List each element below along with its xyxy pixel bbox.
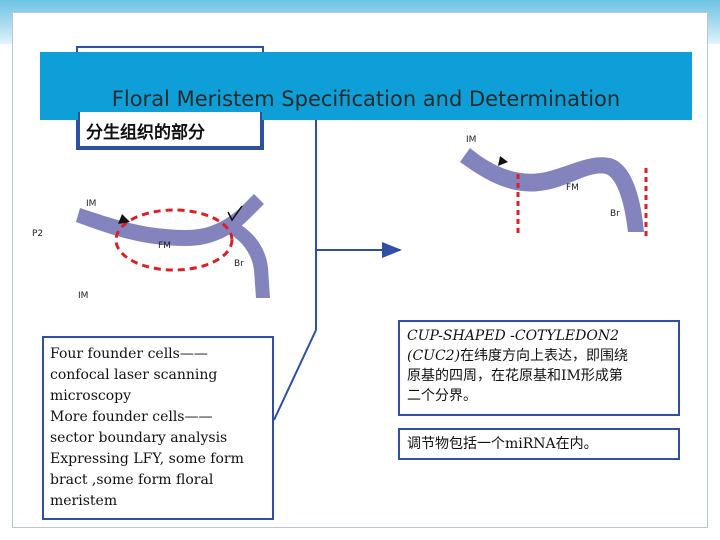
text-line: sector boundary analysis <box>50 428 266 449</box>
cuc2-line-1: CUP-SHAPED -COTYLEDON2 <box>407 326 671 346</box>
right-meristem-illustration: IM FM Br <box>460 128 656 238</box>
cuc2-line-4: 二个分界。 <box>407 386 671 406</box>
label-im-top: IM <box>86 199 96 209</box>
text-line: bract ,some form floral <box>50 470 266 491</box>
cuc2-line-3: 原基的四周，在花原基和IM形成第 <box>407 366 671 386</box>
label-fm: FM <box>158 241 171 251</box>
mirna-textbox: 调节物包括一个miRNA在内。 <box>398 428 680 460</box>
label-fm: FM <box>566 183 579 193</box>
left-meristem-figure: IM P2 FM Br IM <box>26 190 272 302</box>
cuc2-line-2: (CUC2)在纬度方向上表达，即围绕 <box>407 346 671 366</box>
boundary-marker-icon <box>498 156 508 166</box>
title-bar: Floral Meristem Specification and Determ… <box>40 52 692 120</box>
boundary-marker-icon <box>118 214 130 224</box>
text-line: meristem <box>50 491 266 512</box>
label-p2: P2 <box>32 229 43 239</box>
text-line: confocal laser scanning <box>50 365 266 386</box>
label-br: Br <box>610 209 620 219</box>
chinese-heading-label: 分生组织的部分 <box>86 118 205 143</box>
label-im-bottom: IM <box>78 291 88 301</box>
text-line: Expressing LFY, some form <box>50 449 266 470</box>
mirna-text: 调节物包括一个miRNA在内。 <box>407 434 671 454</box>
meristem-tissue-arc <box>460 148 644 232</box>
text-line: microscopy <box>50 386 266 407</box>
cuc2-line-2-rest: 在纬度方向上表达，即围绕 <box>460 348 628 364</box>
label-im: IM <box>466 135 476 145</box>
chinese-heading-visible: 分生组织的部分 <box>78 112 262 148</box>
meristem-tissue-bract <box>226 222 270 298</box>
text-line: More founder cells—— <box>50 407 266 428</box>
right-meristem-figure: IM FM Br <box>460 128 656 238</box>
cuc2-italic-term: (CUC2) <box>407 348 460 364</box>
founder-cells-textbox: Four founder cells—— confocal laser scan… <box>42 336 274 520</box>
cuc2-textbox: CUP-SHAPED -COTYLEDON2 (CUC2)在纬度方向上表达，即围… <box>398 320 680 416</box>
left-meristem-illustration: IM P2 FM Br IM <box>26 190 272 302</box>
slide-title: Floral Meristem Specification and Determ… <box>40 86 692 112</box>
text-line: Four founder cells—— <box>50 344 266 365</box>
label-br: Br <box>234 259 244 269</box>
